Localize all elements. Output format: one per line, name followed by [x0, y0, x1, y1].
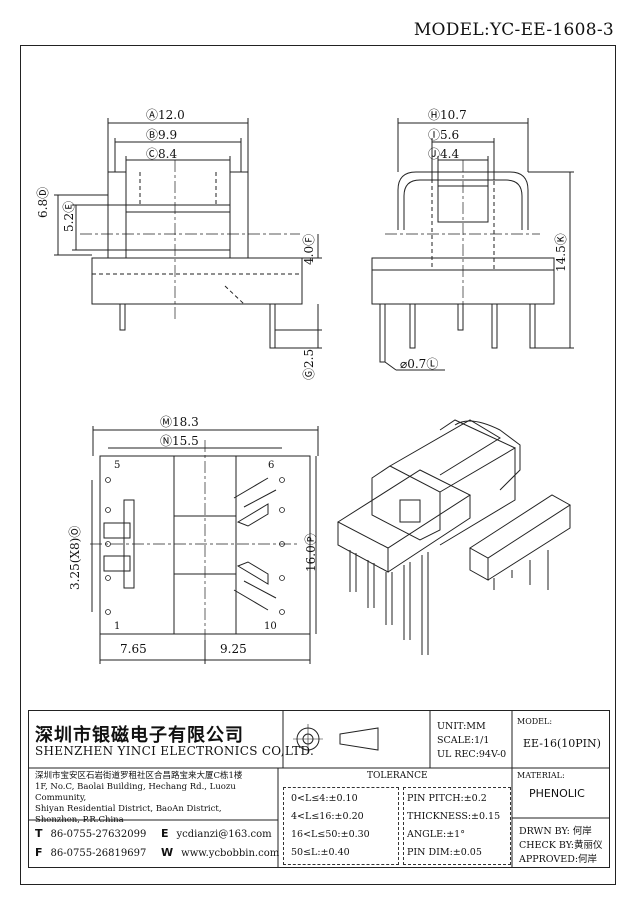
- dim-c: Ⓒ8.4: [146, 147, 178, 161]
- unit: UNIT:MM: [437, 721, 486, 732]
- dim-d: 6.8Ⓓ: [36, 186, 50, 218]
- tol-thickness: THICKNESS:±0.15: [407, 811, 501, 822]
- company-name-en: SHENZHEN YINCI ELECTRONICS CO,LTD.: [35, 744, 315, 758]
- dim-right-width: 9.25: [220, 642, 247, 656]
- ul-rec: UL REC:94V-0: [437, 749, 507, 760]
- tol-2: 4<L≤16:±0.20: [291, 811, 364, 822]
- dim-a: Ⓐ12.0: [146, 108, 185, 122]
- checked-by: CHECK BY:黄丽仪: [519, 840, 603, 851]
- model-number: MODEL:YC-EE-1608-3: [413, 20, 614, 40]
- front-pin-right: [269, 303, 276, 349]
- side-top-flange: [397, 171, 529, 230]
- side-pin-1: [379, 303, 386, 363]
- tol-3: 16<L≤50:±0.30: [291, 829, 370, 840]
- approved-by: APPROVED:何岸: [519, 854, 598, 865]
- drawn-by: DRWN BY: 何岸: [519, 826, 592, 837]
- front-pin-left: [119, 303, 126, 331]
- dim-l: ⌀0.7Ⓛ: [400, 357, 439, 371]
- pin-label-6: 6: [268, 460, 275, 471]
- drawing-frame: [20, 45, 616, 885]
- tol-pin-dim: PIN DIM:±0.05: [407, 847, 482, 858]
- address-cn: 深圳市宝安区石岩街道罗租社区合昌路宝来大厦C栋1楼: [35, 771, 243, 781]
- bottom-pin-holes: [105, 477, 285, 615]
- pin-label-1: 1: [114, 621, 121, 632]
- address-en-2: Shiyan Residential District, BaoAn Distr…: [35, 804, 222, 814]
- dim-e: 5.2Ⓔ: [62, 200, 76, 232]
- front-view: [54, 118, 322, 349]
- dim-k: 14.5Ⓚ: [554, 233, 568, 272]
- tolerance-box-other: [403, 787, 511, 865]
- dim-h: Ⓗ10.7: [428, 108, 467, 122]
- dim-left-width: 7.65: [120, 642, 147, 656]
- dim-p: 16.0Ⓟ: [304, 533, 318, 572]
- side-pin-3: [457, 303, 464, 331]
- tol-pin-pitch: PIN PITCH:±0.2: [407, 793, 487, 804]
- company-address: 深圳市宝安区石岩街道罗租社区合昌路宝来大厦C栋1楼 1F, No.C, Baol…: [35, 771, 275, 826]
- dim-f: 4.0Ⓕ: [302, 233, 316, 265]
- tol-4: 50≤L:±0.40: [291, 847, 350, 858]
- side-view: [371, 118, 574, 371]
- company-name-cn: 深圳市银磁电子有限公司: [35, 725, 244, 746]
- side-pin-2: [409, 303, 416, 349]
- dim-o: 3.25(X8)Ⓞ: [68, 525, 82, 590]
- title-block: 深圳市银磁电子有限公司 SHENZHEN YINCI ELECTRONICS C…: [28, 710, 610, 868]
- side-pin-5: [529, 303, 536, 349]
- address-en-1: 1F, No.C, Baolai Building, Hechang Rd., …: [35, 782, 236, 803]
- dim-n: Ⓝ15.5: [160, 434, 199, 448]
- front-right-flange: [229, 171, 249, 259]
- dim-m: Ⓜ18.3: [160, 415, 199, 429]
- model-value: EE-16(10PIN): [523, 737, 601, 750]
- pin-label-10: 10: [264, 621, 277, 632]
- bottom-view: [90, 426, 319, 664]
- iso-pins: [349, 550, 549, 655]
- address-en-3: Shenzhen, P.R.China: [35, 815, 124, 825]
- isometric-view: [336, 419, 571, 655]
- material-value: PHENOLIC: [529, 787, 585, 800]
- front-base: [91, 257, 303, 305]
- scale: SCALE:1/1: [437, 735, 490, 746]
- front-left-flange: [107, 171, 127, 259]
- title-block-lines: [28, 710, 610, 868]
- material-label: MATERIAL:: [517, 771, 565, 780]
- model-label: MODEL:: [517, 717, 553, 726]
- tol-angle: ANGLE:±1°: [407, 829, 465, 840]
- dim-i: Ⓘ5.6: [428, 128, 460, 142]
- tolerance-box-length: [283, 787, 399, 865]
- dim-b: Ⓑ9.9: [146, 128, 178, 142]
- tolerance-heading: TOLERANCE: [367, 771, 428, 781]
- dim-j: Ⓙ4.4: [428, 147, 460, 161]
- dim-g: Ⓖ2.5: [302, 348, 316, 380]
- pin-label-5: 5: [114, 460, 121, 471]
- tol-1: 0<L≤4:±0.10: [291, 793, 358, 804]
- side-pin-4: [491, 303, 498, 349]
